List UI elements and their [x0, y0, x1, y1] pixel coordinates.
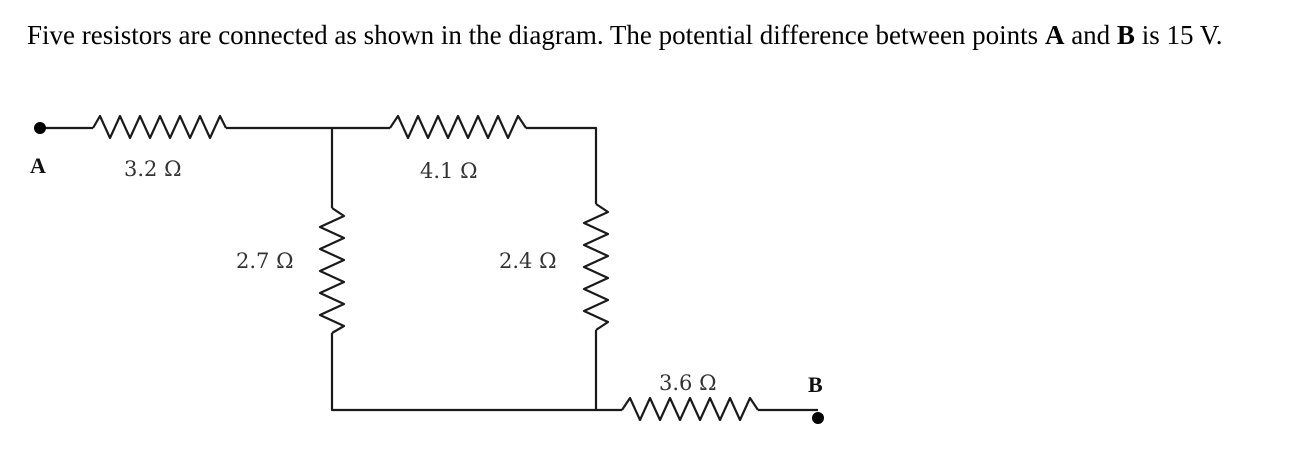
question-text-part-1: Five resistors are connected as shown in… [27, 20, 1045, 50]
terminal-a-dot [34, 122, 46, 134]
point-b-ref: B [1116, 20, 1135, 50]
terminal-a-label: A [30, 153, 46, 178]
wire-left-branch-bottom [330, 333, 596, 412]
resistor-r1-label: 3.2 Ω [124, 157, 181, 181]
resistor-r2-zigzag [389, 114, 527, 140]
point-a-ref: A [1044, 20, 1065, 50]
resistor-r3-label: 2.7 Ω [236, 249, 293, 273]
terminal-b-dot [812, 412, 824, 424]
question-text-part-2: and [1064, 20, 1117, 50]
resistor-r4-zigzag [582, 203, 610, 331]
wire-r2-to-right [526, 126, 598, 204]
resistor-r5-label: 3.6 Ω [659, 371, 716, 395]
question-text: Five resistors are connected as shown in… [27, 18, 1297, 53]
resistor-r2-label: 4.1 Ω [420, 159, 477, 183]
resistor-r5-zigzag [621, 396, 759, 422]
terminal-b-label: B [808, 372, 823, 397]
question-text-part-3: is 15 V. [1134, 20, 1223, 50]
resistor-r3-zigzag [318, 207, 346, 334]
resistor-r4-label: 2.4 Ω [499, 249, 556, 273]
resistor-r1-zigzag [92, 114, 227, 140]
